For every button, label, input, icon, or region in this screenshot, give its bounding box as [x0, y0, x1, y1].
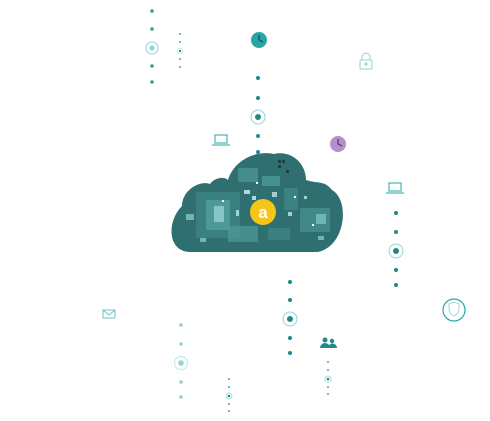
- dot-column-left-top: [145, 9, 159, 84]
- dot-ring: [176, 47, 184, 55]
- dot: [178, 360, 184, 366]
- dot: [327, 386, 329, 388]
- dot: [288, 298, 292, 302]
- dot-ring: [250, 109, 266, 125]
- dot: [179, 380, 183, 384]
- dot: [178, 49, 182, 53]
- dot: [228, 378, 230, 380]
- dot: [150, 27, 154, 31]
- dot: [327, 393, 329, 395]
- dot-ring: [145, 41, 159, 55]
- dot: [228, 410, 230, 412]
- dot: [255, 114, 261, 120]
- dot: [179, 58, 181, 60]
- dot: [150, 9, 154, 13]
- laptop-icon: [212, 134, 230, 146]
- dot: [394, 230, 398, 234]
- dot: [150, 80, 154, 84]
- dot: [394, 283, 398, 287]
- brand-letter: a: [258, 203, 268, 222]
- dot: [394, 211, 398, 215]
- clock-icon: [251, 32, 267, 48]
- dot: [393, 248, 399, 254]
- dot-column-left-small: [176, 33, 184, 68]
- dot: [327, 361, 329, 363]
- dot: [256, 150, 260, 154]
- dot-column-right: [388, 211, 404, 287]
- laptop-icon: [386, 182, 404, 194]
- cloud-texture: [186, 160, 330, 242]
- dot-column-center-top: [250, 76, 266, 154]
- dot: [288, 351, 292, 355]
- dot-column-left-bottom: [174, 323, 188, 399]
- dot: [228, 403, 230, 405]
- dot: [179, 342, 183, 346]
- dot-column-bottom-small-right: [324, 361, 332, 395]
- clock-icon: [330, 136, 346, 152]
- dot: [256, 96, 260, 100]
- dot: [256, 134, 260, 138]
- dot: [179, 33, 181, 35]
- dot-ring: [174, 356, 188, 370]
- users-icon: [320, 337, 337, 348]
- dot: [149, 45, 155, 51]
- dot: [179, 66, 181, 68]
- dot: [179, 395, 183, 399]
- envelope-icon: [102, 309, 116, 319]
- dot: [327, 369, 329, 371]
- dot: [287, 316, 293, 322]
- dot: [288, 336, 292, 340]
- dot: [288, 280, 292, 284]
- dot-ring: [282, 311, 298, 327]
- dot-ring: [324, 375, 332, 383]
- dot-column-center-bottom: [282, 280, 298, 355]
- lock-icon: [359, 52, 373, 70]
- dot-ring: [225, 392, 233, 400]
- dot: [227, 394, 231, 398]
- dot: [256, 76, 260, 80]
- dot: [179, 323, 183, 327]
- dot: [179, 41, 181, 43]
- dot: [326, 377, 330, 381]
- dot-column-bottom-small-left: [225, 378, 233, 412]
- dot-ring: [388, 243, 404, 259]
- brand-badge: a: [250, 199, 276, 225]
- dot: [150, 64, 154, 68]
- dot: [228, 386, 230, 388]
- a-logo-icon: [250, 199, 276, 225]
- shield-icon: [442, 298, 466, 322]
- dot: [394, 268, 398, 272]
